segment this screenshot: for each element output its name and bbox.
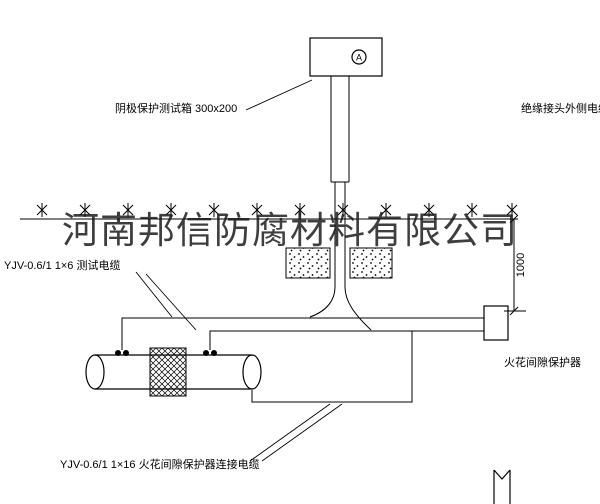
concrete-block-left <box>285 247 331 279</box>
dimension-text: 1000 <box>515 253 527 277</box>
test-cables <box>121 317 484 350</box>
leader-protector-cable-1 <box>249 403 331 462</box>
test-cable-1 <box>121 317 484 350</box>
protector-cable-label: YJV-0.6/1 1×16 火花间隙保护器连接电缆 <box>60 459 260 471</box>
leader-test-cable-1 <box>135 271 173 318</box>
test-cable-label: YJV-0.6/1 1×6 测试电缆 <box>4 260 121 272</box>
pipeline <box>85 347 262 397</box>
test-box-label: 阴极保护测试箱 300x200 <box>115 103 238 115</box>
spark-gap-protector <box>483 305 509 341</box>
dimension-1000 <box>504 214 526 316</box>
insulating-sleeve <box>149 347 187 397</box>
thermite-welds <box>115 350 217 356</box>
company-watermark: 河南邦信防腐材料有限公司 <box>62 209 518 252</box>
test-box-outline <box>309 37 383 77</box>
concrete-blocks <box>285 247 393 279</box>
pipe-break-symbol <box>493 469 511 504</box>
pipe-left-cap <box>85 354 105 390</box>
concrete-block-right <box>349 247 393 279</box>
test-cable-2 <box>209 330 484 350</box>
conduit-cable-hooks <box>309 286 372 331</box>
protector-cable-run <box>251 331 413 403</box>
ground-line <box>20 202 518 220</box>
spark-gap-protector-box <box>483 305 509 341</box>
leader-test-box <box>245 79 313 111</box>
leader-lines <box>135 79 343 462</box>
insulated-joint-cable-label: 绝缘接头外侧电缆 <box>521 103 600 115</box>
leader-test-cable-2 <box>145 273 197 331</box>
test-box <box>309 37 383 77</box>
conduit-riser <box>330 76 350 287</box>
conduit-upper <box>330 76 350 182</box>
leader-protector-cable-2 <box>261 403 343 462</box>
pipe-right-cap <box>242 354 262 390</box>
ammeter-letter: A <box>356 53 362 63</box>
ammeter-symbol <box>351 49 367 65</box>
spark-protector-label: 火花间隙保护器 <box>504 357 581 369</box>
protector-cable <box>251 331 413 403</box>
dimension-ticks <box>509 214 519 316</box>
conduit-lower <box>334 182 346 287</box>
